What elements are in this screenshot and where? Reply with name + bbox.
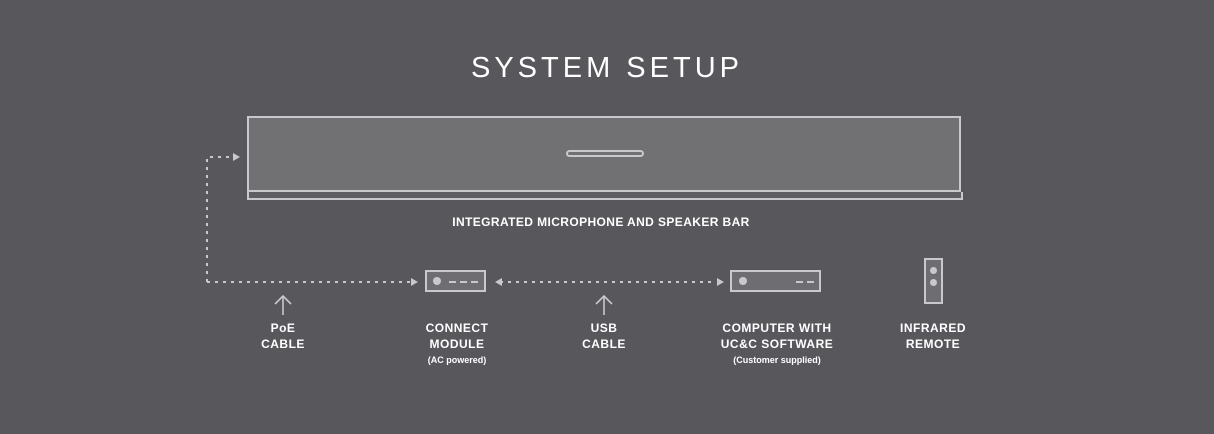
arrowhead-to-bar-icon (233, 153, 240, 161)
vent-line (796, 281, 803, 283)
label-line: USB (590, 321, 618, 335)
status-led-icon (433, 277, 441, 285)
computer-label: COMPUTER WITH UC&C SOFTWARE (Customer su… (707, 320, 847, 368)
speaker-bar-base (247, 192, 963, 200)
vent-line (807, 281, 814, 283)
arrowhead-usb-left-icon (495, 278, 502, 286)
poe-cable-label: PoE CABLE (233, 320, 333, 352)
label-line: UC&C SOFTWARE (720, 337, 834, 351)
connect-module-device (425, 270, 486, 292)
label-line: COMPUTER WITH (722, 321, 832, 335)
arrowhead-usb-right-icon (717, 278, 724, 286)
connect-module-label: CONNECT MODULE (AC powered) (397, 320, 517, 368)
arrowhead-to-module-icon (411, 278, 418, 286)
label-line: MODULE (429, 337, 485, 351)
speaker-bar (247, 116, 961, 192)
label-note: (Customer supplied) (733, 355, 821, 365)
label-line: CABLE (582, 337, 626, 351)
label-line: INFRARED (900, 321, 966, 335)
poe-pointer-arrow-icon (274, 294, 292, 315)
vent-line (471, 281, 478, 283)
infrared-remote-device (924, 258, 943, 304)
infrared-remote-label: INFRARED REMOTE (883, 320, 983, 352)
computer-device (730, 270, 821, 292)
label-note: (AC powered) (427, 355, 487, 365)
speaker-bar-label: INTEGRATED MICROPHONE AND SPEAKER BAR (452, 215, 750, 229)
label-line: CONNECT (425, 321, 489, 335)
power-led-icon (739, 277, 747, 285)
vent-line (460, 281, 467, 283)
remote-button-icon (929, 279, 937, 286)
speaker-bar-led-slot (566, 150, 644, 157)
remote-button-icon (929, 267, 937, 274)
label-line: PoE (270, 321, 296, 335)
poe-cable-line (206, 156, 232, 282)
usb-pointer-arrow-icon (595, 294, 613, 315)
label-line: CABLE (261, 337, 305, 351)
usb-cable-label: USB CABLE (554, 320, 654, 352)
label-line: REMOTE (905, 337, 961, 351)
page-title: SYSTEM SETUP (471, 52, 743, 84)
vent-line (449, 281, 456, 283)
